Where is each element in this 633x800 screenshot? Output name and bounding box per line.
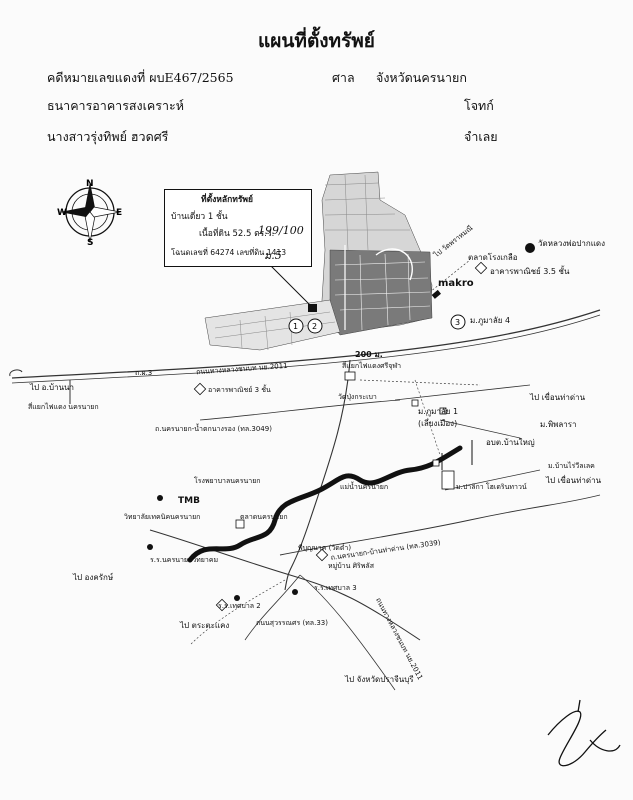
pakasit-marker	[441, 470, 455, 490]
compass-rose	[60, 182, 121, 243]
label-talat-rong-kluea: ตลาดโรงเกลือ	[468, 253, 518, 262]
label-to-tadbang: ไป ตระตะแคง	[180, 621, 230, 630]
label-market: ตลาดนครนายก	[240, 513, 288, 521]
plot-1-marker	[288, 318, 304, 334]
label-makro: makro	[438, 278, 474, 289]
plot-2-marker	[307, 318, 323, 334]
label-moo-4: ม.ภูมาลัย 4	[470, 316, 511, 325]
label-distance: 200 ม.	[355, 350, 383, 359]
label-orbortor: อบต.บ้านใหญ่	[486, 438, 535, 447]
page-title: แผนที่ตั้งทรัพย์	[258, 30, 375, 52]
label-commercial-35: อาคารพาณิชย์ 3.5 ชั้น	[490, 267, 570, 276]
label-to-dam-1: ไป เขื่อนท่าด่าน	[530, 393, 586, 402]
label-ban-rai: ม.บ้านไร่วีลเลค	[548, 462, 595, 470]
label-moo-1-sub: (เลียงเมือง)	[418, 419, 458, 428]
property-info-box: ที่ตั้งหลักทรัพย์ บ้านเดี่ยว 1 ชั้น เนื้…	[164, 189, 312, 267]
river-line	[187, 445, 463, 563]
label-to-dam-2: ไป เขื่อนท่าด่าน	[546, 476, 602, 485]
handwritten-address: 199/100	[258, 224, 304, 237]
label-to-ban-na: ไป อ.บ้านนา	[30, 383, 74, 392]
label-moo-siriphat: หมู่บ้าน ศิริพลัส	[328, 562, 374, 570]
label-tmb: TMB	[178, 496, 200, 506]
compass-w: W	[57, 208, 67, 218]
label-to-ongkharak: ไป องครักษ์	[73, 573, 114, 582]
infobox-line-3: โฉนดเลขที่ 64274 เลขที่ดิน 1413	[171, 248, 287, 257]
court-label: ศาล	[332, 70, 355, 85]
infobox-heading: ที่ตั้งหลักทรัพย์	[201, 195, 253, 205]
defendant-role: จำเลย	[464, 129, 498, 144]
label-nearby-area: สี่แยกไฟแดงศรีจุฬา	[342, 362, 402, 370]
label-road-3049: ถ.นครนายก-น้ำตกนางรอง (ทล.3049)	[155, 425, 272, 433]
plaintiff-role: โจทก์	[464, 98, 494, 113]
label-small: ถ.ผ.3	[135, 369, 153, 377]
plaintiff-name: ธนาคารอาคารสงเคราะห์	[47, 98, 184, 113]
label-wat-bunnak: พีบุญนาค (วัดต่ำ)	[298, 544, 352, 552]
label-school-2: ร.ร.เทศบาล 2	[218, 602, 261, 610]
defendant-name: นางสาวรุ่งทิพย์ ฮวดศรี	[47, 129, 169, 144]
compass-e: E	[116, 208, 122, 218]
infobox-line-1: บ้านเดี่ยว 1 ชั้น	[171, 212, 228, 222]
plot-3-marker	[450, 314, 466, 330]
label-intersection-left: สี่แยกไฟแดง นครนายก	[28, 403, 99, 411]
handwritten-moo: ม.5	[264, 249, 282, 262]
label-wat-luang-pho: วัดหลวงพ่อปากแดง	[538, 239, 606, 248]
label-river: แม่น้ำนครนายก	[340, 483, 389, 491]
infobox-line-2: เนื้อที่ดิน 52.5 ตร.ว.	[199, 229, 275, 239]
label-wat-pong-ngam: วัดปุ่งกระเบา	[338, 393, 377, 401]
label-moo-1: ม.ภูมาลัย 1	[418, 407, 459, 416]
label-mor-phikul: ม.พิพลารา	[540, 420, 577, 429]
signature	[547, 699, 621, 767]
label-school-left: ร.ร.นครนายกวิทยาคม	[150, 556, 219, 564]
plot-3-label: 3	[455, 318, 460, 327]
label-pakasit: ม.ปาลิกา โฮเดรินทาวน์	[456, 483, 527, 491]
label-college: วิทยาลัยเทคนิคนครนายก	[124, 513, 201, 521]
label-school-3: ร.ร.เทศบาล 3	[314, 584, 357, 592]
label-commercial-3: อาคารพาณิชย์ 3 ชั้น	[208, 386, 271, 394]
label-road-33: ถนนสุวรรณศร (ทล.33)	[256, 619, 328, 627]
main-road-line	[284, 359, 351, 591]
court-name: จังหวัดนครนายก	[376, 70, 467, 85]
plot-1-label: 1	[293, 322, 298, 331]
label-to-prachin: ไป จังหวัดปราจีนบุรี	[345, 675, 414, 684]
label-hospital: โรงพยาบาลนครนายก	[194, 477, 261, 485]
case-number: คดีหมายเลขแดงที่ ผบE467/2565	[47, 70, 234, 85]
compass-n: N	[86, 179, 94, 189]
village-extension	[204, 299, 341, 351]
property-marker	[308, 304, 317, 312]
bypass-road-line	[11, 309, 601, 379]
plot-2-label: 2	[312, 322, 317, 331]
compass-s: S	[87, 238, 93, 248]
commercial-marker	[474, 261, 488, 275]
